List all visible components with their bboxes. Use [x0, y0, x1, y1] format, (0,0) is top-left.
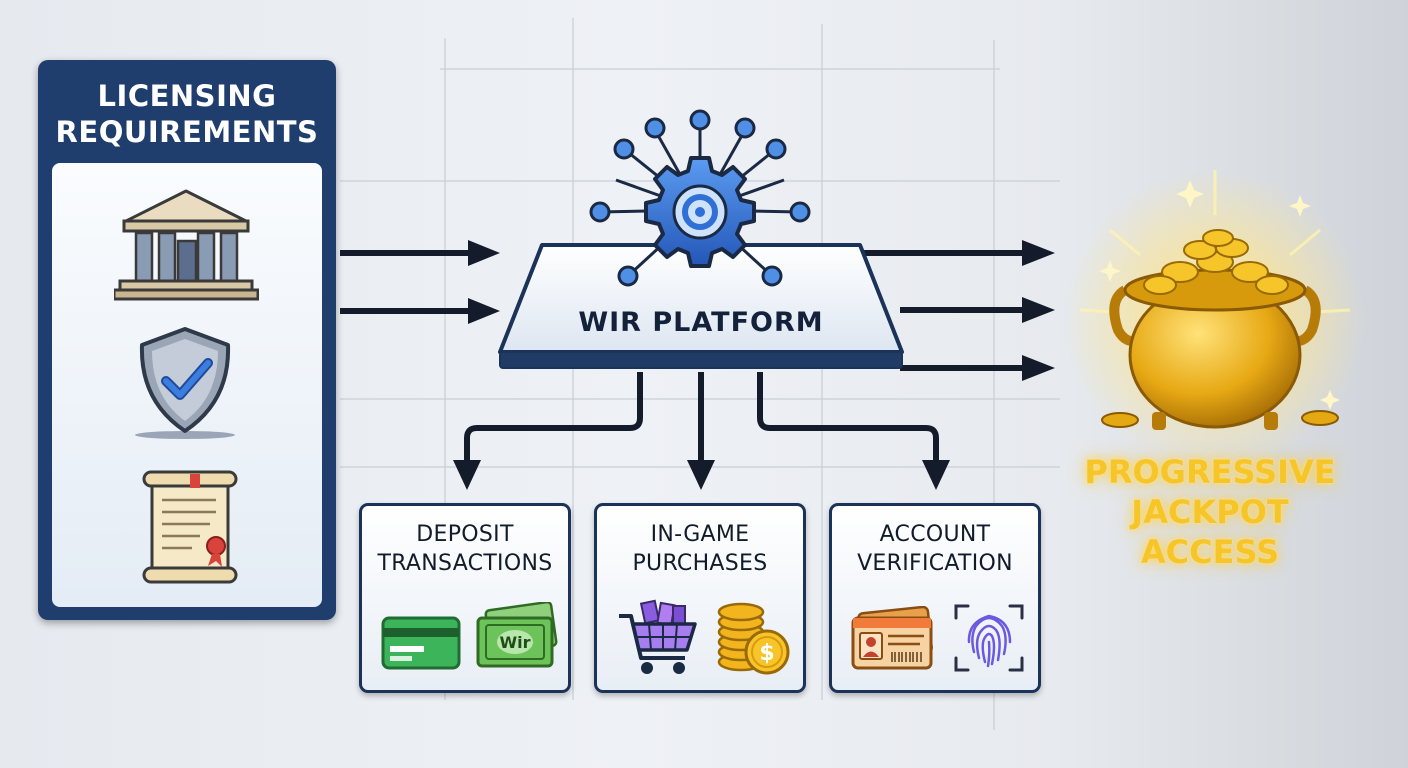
- wir-platform-slab: [498, 243, 904, 369]
- jackpot-label: PROGRESSIVE JACKPOT ACCESS: [1084, 453, 1336, 571]
- credit-card-icon: [381, 616, 461, 670]
- account-verification-card: ACCOUNT VERIFICATION: [829, 503, 1041, 693]
- in-game-purchases-card: IN-GAME PURCHASES $: [594, 503, 806, 693]
- platform-label: WIR PLATFORM: [578, 307, 824, 338]
- shield-check-icon: [135, 327, 235, 439]
- deposit-transactions-card: DEPOSIT TRANSACTIONS Wir: [359, 503, 571, 693]
- input-arrows: [340, 240, 500, 324]
- licensing-icons-box: [52, 163, 322, 607]
- card-title: ACCOUNT VERIFICATION: [857, 522, 1013, 576]
- gear-network-icon: [589, 109, 811, 287]
- licensing-panel: LICENSING REQUIREMENTS: [38, 60, 336, 620]
- banknote-icon: Wir: [476, 602, 558, 668]
- output-arrows: [860, 240, 1055, 381]
- card-connectors: [464, 372, 939, 462]
- shopping-cart-icon: [619, 599, 697, 674]
- licensing-title: LICENSING REQUIREMENTS: [55, 79, 319, 149]
- id-card-icon: [851, 606, 933, 670]
- coin-stack-icon: $: [717, 602, 790, 675]
- fingerprint-icon: [954, 604, 1024, 672]
- coin-symbol: $: [759, 641, 774, 666]
- bank-building-icon: [114, 189, 259, 301]
- card-title: IN-GAME PURCHASES: [632, 522, 768, 576]
- card-title: DEPOSIT TRANSACTIONS: [377, 522, 553, 576]
- banknote-text: Wir: [499, 633, 530, 652]
- scroll-certificate-icon: [142, 470, 238, 584]
- gold-pot-icon: [1065, 170, 1365, 470]
